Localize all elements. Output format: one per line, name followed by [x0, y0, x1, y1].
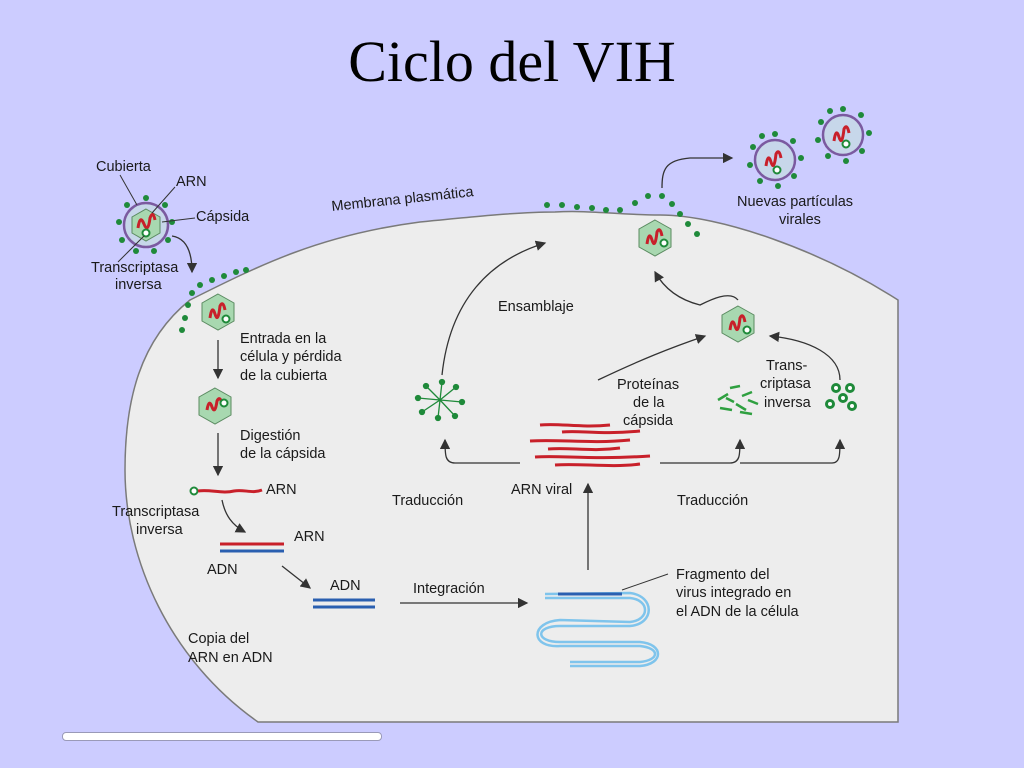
envelope-proteins-cluster: [414, 378, 466, 422]
label-digestion-1: Digestión: [240, 428, 300, 444]
label-arn-viral: ARN viral: [511, 482, 572, 498]
label-arn-1: ARN: [266, 482, 297, 498]
label-nuevas-2: virales: [779, 212, 821, 228]
label-traduccion-left: Traducción: [392, 493, 463, 509]
label-adn-2: ADN: [330, 578, 361, 594]
label-entrada-3: de la cubierta: [240, 368, 328, 384]
host-dna: [536, 596, 657, 664]
label-proteinas-3: cápsida: [623, 413, 674, 429]
slide-title: Ciclo del VIH: [348, 29, 676, 94]
viral-rna-bundle: [529, 423, 651, 468]
label-ensamblaje: Ensamblaje: [498, 299, 574, 315]
label-membrana: Membrana plasmática: [331, 184, 475, 215]
label-entrada-2: célula y pérdida: [240, 349, 342, 365]
new-virus-particle-2: [815, 106, 872, 164]
label-proteinas-2: de la: [633, 395, 665, 411]
capsid-protein-fragments: [717, 384, 759, 416]
label-transcriptasa-left-1: Transcriptasa: [112, 504, 200, 520]
label-trans-right-3: inversa: [764, 395, 812, 411]
label-transcriptasa-top-1: Transcriptasa: [91, 260, 179, 276]
label-fragmento-1: Fragmento del: [676, 567, 770, 583]
label-copia-1: Copia del: [188, 631, 249, 647]
label-nuevas-1: Nuevas partículas: [737, 194, 853, 210]
label-trans-right-2: criptasa: [760, 376, 812, 392]
label-digestion-2: de la cápsida: [240, 446, 326, 462]
label-adn-1: ADN: [207, 562, 238, 578]
label-arn-top: ARN: [176, 174, 207, 190]
membrane-spikes-budding: [544, 193, 700, 237]
label-proteinas-1: Proteínas: [617, 377, 679, 393]
membrane-spikes-left: [179, 267, 249, 333]
label-trans-right-1: Trans-: [766, 358, 808, 374]
label-integracion: Integración: [413, 581, 485, 597]
label-transcriptasa-top-2: inversa: [115, 277, 163, 293]
label-capsida: Cápsida: [196, 209, 250, 225]
label-fragmento-2: virus integrado en: [676, 585, 791, 601]
label-arn-2: ARN: [294, 529, 325, 545]
label-cubierta: Cubierta: [96, 159, 152, 175]
new-virus-particle-1: [747, 131, 804, 189]
reverse-transcriptase-molecules: [825, 383, 857, 411]
budding-capsid: [638, 219, 672, 257]
label-entrada-1: Entrada en la: [240, 331, 327, 347]
virus-particle-incoming: [116, 195, 175, 254]
label-transcriptasa-left-2: inversa: [136, 522, 184, 538]
capsid-digestion: [198, 387, 232, 425]
horizontal-scrollbar[interactable]: [62, 732, 382, 741]
label-traduccion-right: Traducción: [677, 493, 748, 509]
label-fragmento-3: el ADN de la célula: [676, 604, 799, 620]
label-copia-2: ARN en ADN: [188, 650, 273, 666]
assembled-capsid: [721, 305, 755, 343]
capsid-after-entry: [201, 293, 235, 331]
